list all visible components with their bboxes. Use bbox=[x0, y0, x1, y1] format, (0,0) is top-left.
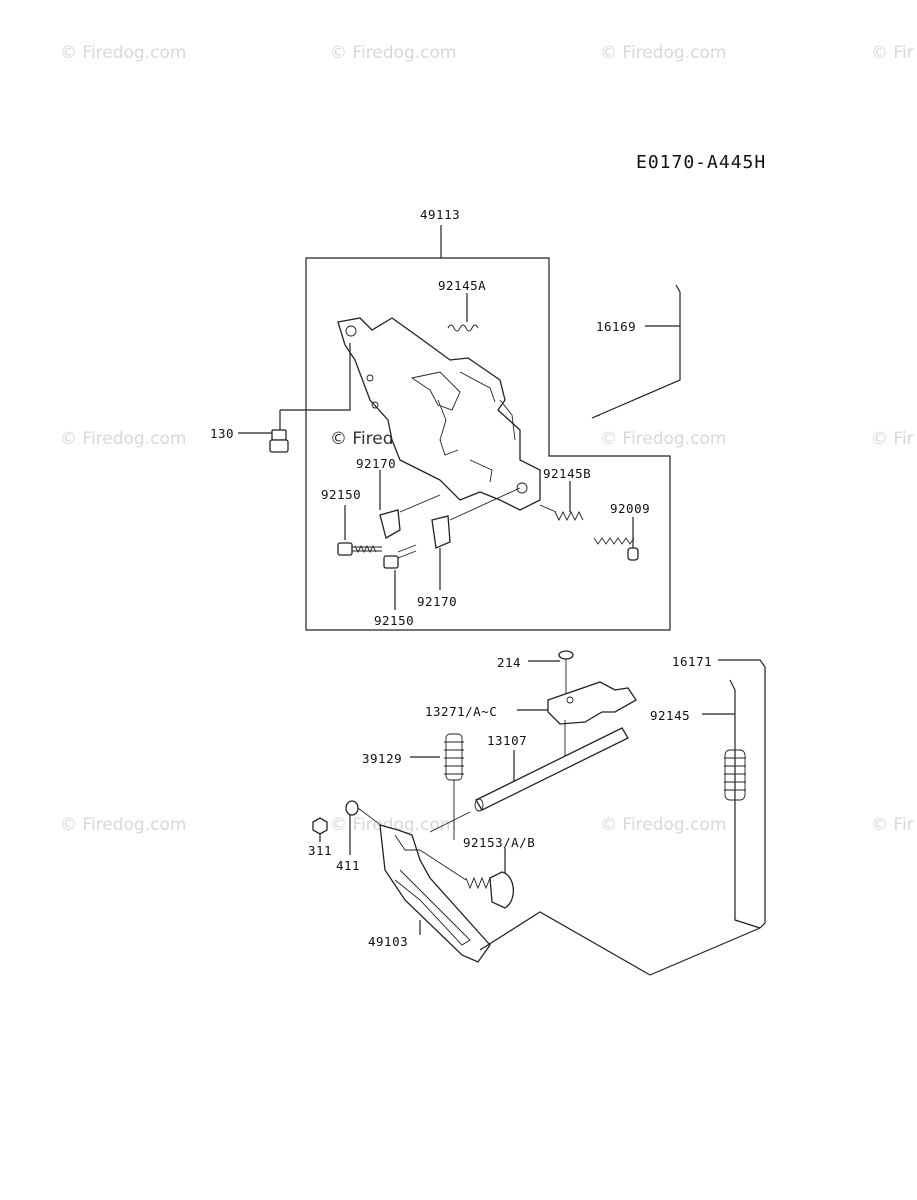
watermark: © Firedog.com bbox=[330, 43, 457, 63]
part-label-411: 411 bbox=[336, 858, 361, 873]
watermark: © Firedog.com bbox=[600, 815, 727, 835]
leader-92170-lower bbox=[431, 487, 521, 590]
watermark: © Firedog.com bbox=[600, 43, 727, 63]
watermark: © Fir bbox=[871, 815, 914, 835]
part-label-92170: 92170 bbox=[356, 456, 397, 471]
plate-13271 bbox=[517, 681, 637, 760]
rod-16169 bbox=[591, 284, 681, 419]
part-label-13107: 13107 bbox=[487, 733, 528, 748]
spring-92145B bbox=[539, 481, 584, 522]
part-label-130: 130 bbox=[210, 426, 235, 441]
watermark: © Firedog.com bbox=[330, 815, 457, 835]
watermark: © Firedog.com bbox=[60, 429, 187, 449]
spring-92145 bbox=[702, 713, 746, 801]
part-label-311: 311 bbox=[308, 843, 333, 858]
spring-39129 bbox=[410, 733, 464, 840]
pin-92153 bbox=[419, 848, 514, 909]
part-label-92170: 92170 bbox=[417, 594, 458, 609]
watermark: © Firedog.com bbox=[600, 429, 727, 449]
watermark: © Fir bbox=[871, 43, 914, 63]
linkage-line bbox=[479, 911, 761, 976]
screw-214 bbox=[528, 650, 574, 700]
lever-49103 bbox=[379, 811, 491, 963]
part-label-214: 214 bbox=[497, 655, 522, 670]
part-label-92009: 92009 bbox=[610, 501, 651, 516]
leader-92170-upper bbox=[379, 470, 441, 539]
part-label-16171: 16171 bbox=[672, 654, 713, 669]
screw-92150-left bbox=[337, 505, 382, 556]
part-label-39129: 39129 bbox=[362, 751, 403, 766]
part-label-92145B: 92145B bbox=[543, 466, 592, 481]
rod-16171 bbox=[718, 659, 766, 929]
shaft-13107 bbox=[474, 727, 629, 812]
part-label-92153: 92153/A/B bbox=[463, 835, 536, 850]
part-label-16169: 16169 bbox=[596, 319, 637, 334]
spring-92145A bbox=[447, 293, 479, 332]
watermark: © Fir bbox=[871, 429, 914, 449]
nut-311 bbox=[312, 817, 328, 842]
part-label-92145A: 92145A bbox=[438, 278, 487, 293]
bolt-130 bbox=[238, 343, 351, 453]
watermark: © Firedog.com bbox=[60, 43, 187, 63]
control-bracket-plate bbox=[337, 317, 541, 511]
assembly-box-49113 bbox=[305, 225, 671, 631]
part-label-92150: 92150 bbox=[321, 487, 362, 502]
part-label-49103: 49103 bbox=[368, 934, 409, 949]
screw-92150-right bbox=[383, 544, 417, 610]
watermark: © Firedog.com bbox=[60, 815, 187, 835]
part-label-92150: 92150 bbox=[374, 613, 415, 628]
part-label-49113: 49113 bbox=[420, 207, 461, 222]
diagram-id: E0170-A445H bbox=[636, 152, 767, 173]
part-label-13271: 13271/A~C bbox=[425, 704, 498, 719]
part-label-92145: 92145 bbox=[650, 708, 691, 723]
screw-92009 bbox=[593, 517, 639, 561]
